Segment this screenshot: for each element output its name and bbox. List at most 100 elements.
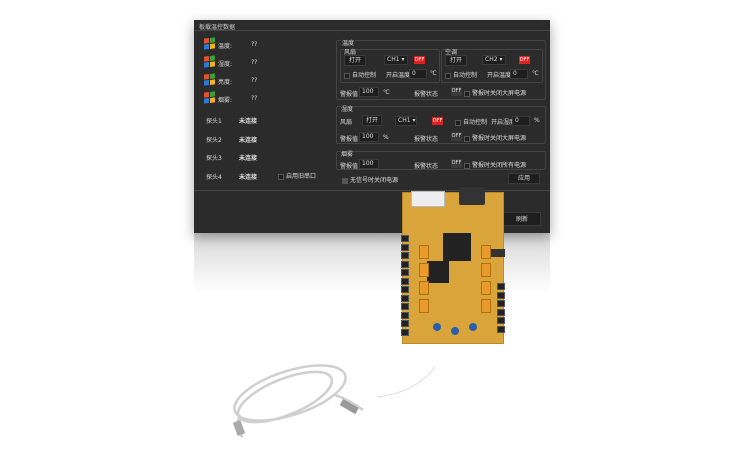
terminal-block: [401, 303, 409, 310]
humidity-open-button[interactable]: 打开: [362, 115, 382, 126]
sensor-label: 温度:: [218, 43, 233, 50]
temperature-title: 温度: [341, 38, 356, 47]
humidity-start-input[interactable]: 0: [512, 116, 530, 126]
terminal-block: [401, 235, 409, 242]
probe-status: 未连接: [239, 173, 258, 181]
unit: %: [534, 117, 540, 124]
divider: [194, 30, 550, 31]
unit: %: [383, 134, 389, 141]
probe-status: 未连接: [239, 155, 258, 162]
probe-label: 探头2: [206, 136, 222, 144]
fan-start-label: 开启温度: [386, 72, 411, 79]
smoke-status-badge: OFF: [451, 159, 462, 168]
sensor-value: ??: [251, 41, 258, 48]
ac-auto-checkbox[interactable]: 自动控制: [445, 70, 477, 79]
unit: ℃: [532, 70, 539, 77]
relay: [481, 299, 491, 313]
humidity-fan-label: 风扇: [340, 119, 353, 126]
temp-alarm-input[interactable]: 100: [359, 87, 379, 97]
temp-action-checkbox[interactable]: 警报时关闭大屏电源: [464, 88, 526, 97]
fan-start-input[interactable]: 0: [409, 69, 427, 79]
fan-channel-select[interactable]: CH1 ▾: [384, 55, 408, 65]
ac-start-input[interactable]: 0: [510, 69, 528, 79]
relay: [481, 245, 491, 259]
sensor-label: 烟雾:: [218, 97, 233, 104]
relay: [419, 245, 429, 259]
unit: ℃: [383, 89, 390, 96]
sensor-value: ??: [251, 95, 258, 102]
smoke-alarm-label: 警报值: [340, 163, 359, 170]
windows-icon: [204, 37, 215, 50]
relay: [419, 263, 429, 277]
probe-label: 探头4: [206, 173, 222, 181]
temp-status-badge: OFF: [451, 87, 462, 96]
sensor-wire-image: [376, 366, 436, 398]
smoke-action-checkbox[interactable]: 警报时关闭所有电源: [464, 160, 526, 169]
fan-group: 风扇 打开 CH1 ▾ OFF 自动控制 开启温度 0 ℃: [340, 47, 440, 83]
temperature-group: 温度 风扇 打开 CH1 ▾ OFF 自动控制 开启温度 0 ℃ 空调 打开 C…: [336, 38, 546, 100]
humidity-start-label: 开启湿度: [491, 119, 516, 126]
humidity-status-label: 报警状态: [414, 136, 439, 143]
humidity-group: 湿度 风扇 打开 CH1 ▾ OFF 自动控制 开启湿度 0 % 警报值 100…: [336, 104, 546, 144]
no-signal-checkbox[interactable]: 无信号时关闭电源: [342, 175, 398, 184]
probe-status: 未连接: [239, 118, 258, 125]
terminal-block: [401, 252, 409, 259]
temp-alarm-label: 警报值: [340, 91, 359, 98]
apply-button[interactable]: 应用: [508, 173, 540, 184]
refresh-button[interactable]: 刷新: [503, 212, 541, 226]
smoke-title: 烟雾: [341, 149, 354, 158]
legacy-serial-label: 启用旧串口: [286, 173, 317, 180]
fan-state-badge: OFF: [414, 56, 425, 64]
fan-auto-checkbox[interactable]: 自动控制: [344, 70, 376, 79]
divider: [194, 190, 550, 191]
terminal-block: [401, 277, 409, 285]
humidity-state-badge: OFF: [432, 117, 443, 125]
sensor-cable-image: [232, 364, 364, 439]
terminal-block: [401, 328, 409, 336]
controller-board-image: [401, 187, 505, 344]
terminal-block: [401, 311, 409, 319]
terminal-block: [497, 291, 505, 299]
sensor-value: ??: [251, 59, 258, 66]
terminal-block: [401, 260, 409, 268]
humidity-auto-checkbox[interactable]: 自动控制: [455, 117, 487, 126]
relay: [419, 299, 429, 313]
monitor-panel: 板载温控数据 温度: ?? 湿度: ?? 亮度: ?? 烟雾: ?? 探头1 未…: [194, 20, 550, 233]
terminal-block: [497, 283, 505, 290]
windows-icon: [204, 91, 215, 104]
terminal-block: [497, 308, 505, 316]
relay: [481, 281, 491, 295]
temp-status-label: 报警状态: [414, 91, 439, 98]
terminal-block: [401, 294, 409, 302]
ac-start-label: 开启温度: [487, 72, 512, 79]
ac-open-button[interactable]: 打开: [445, 55, 467, 66]
fan-open-button[interactable]: 打开: [344, 55, 366, 66]
humidity-channel-select[interactable]: CH1 ▾: [395, 116, 417, 126]
windows-icon: [204, 55, 215, 68]
ac-group: 空调 打开 CH2 ▾ OFF 自动控制 开启温度 0 ℃: [441, 47, 543, 83]
terminal-block: [401, 286, 409, 293]
ac-channel-select[interactable]: CH2 ▾: [482, 55, 506, 65]
legacy-serial-checkbox[interactable]: 启用旧串口: [278, 171, 316, 180]
probe-label: 探头3: [206, 155, 222, 162]
probe-label: 探头1: [206, 118, 222, 125]
terminal-block: [497, 325, 505, 333]
relay: [481, 263, 491, 277]
smoke-status-label: 报警状态: [414, 163, 439, 170]
humidity-action-checkbox[interactable]: 警报时关闭大屏电源: [464, 133, 526, 142]
terminal-block: [497, 317, 505, 324]
humidity-status-badge: OFF: [451, 132, 462, 141]
ac-state-badge: OFF: [519, 56, 530, 64]
terminal-block: [401, 243, 409, 251]
sensor-label: 湿度:: [218, 61, 233, 68]
smoke-alarm-input[interactable]: 100: [359, 159, 379, 169]
humidity-alarm-label: 警报值: [340, 136, 359, 143]
smoke-group: 烟雾 警报值 100 报警状态 OFF 警报时关闭所有电源: [336, 149, 546, 170]
sensor-value: ??: [251, 77, 258, 84]
panel-title: 板载温控数据: [199, 24, 236, 31]
unit: ℃: [430, 70, 437, 77]
terminal-block: [401, 320, 409, 327]
humidity-alarm-input[interactable]: 100: [359, 132, 379, 142]
windows-icon: [204, 73, 215, 86]
humidity-title: 湿度: [341, 104, 354, 113]
